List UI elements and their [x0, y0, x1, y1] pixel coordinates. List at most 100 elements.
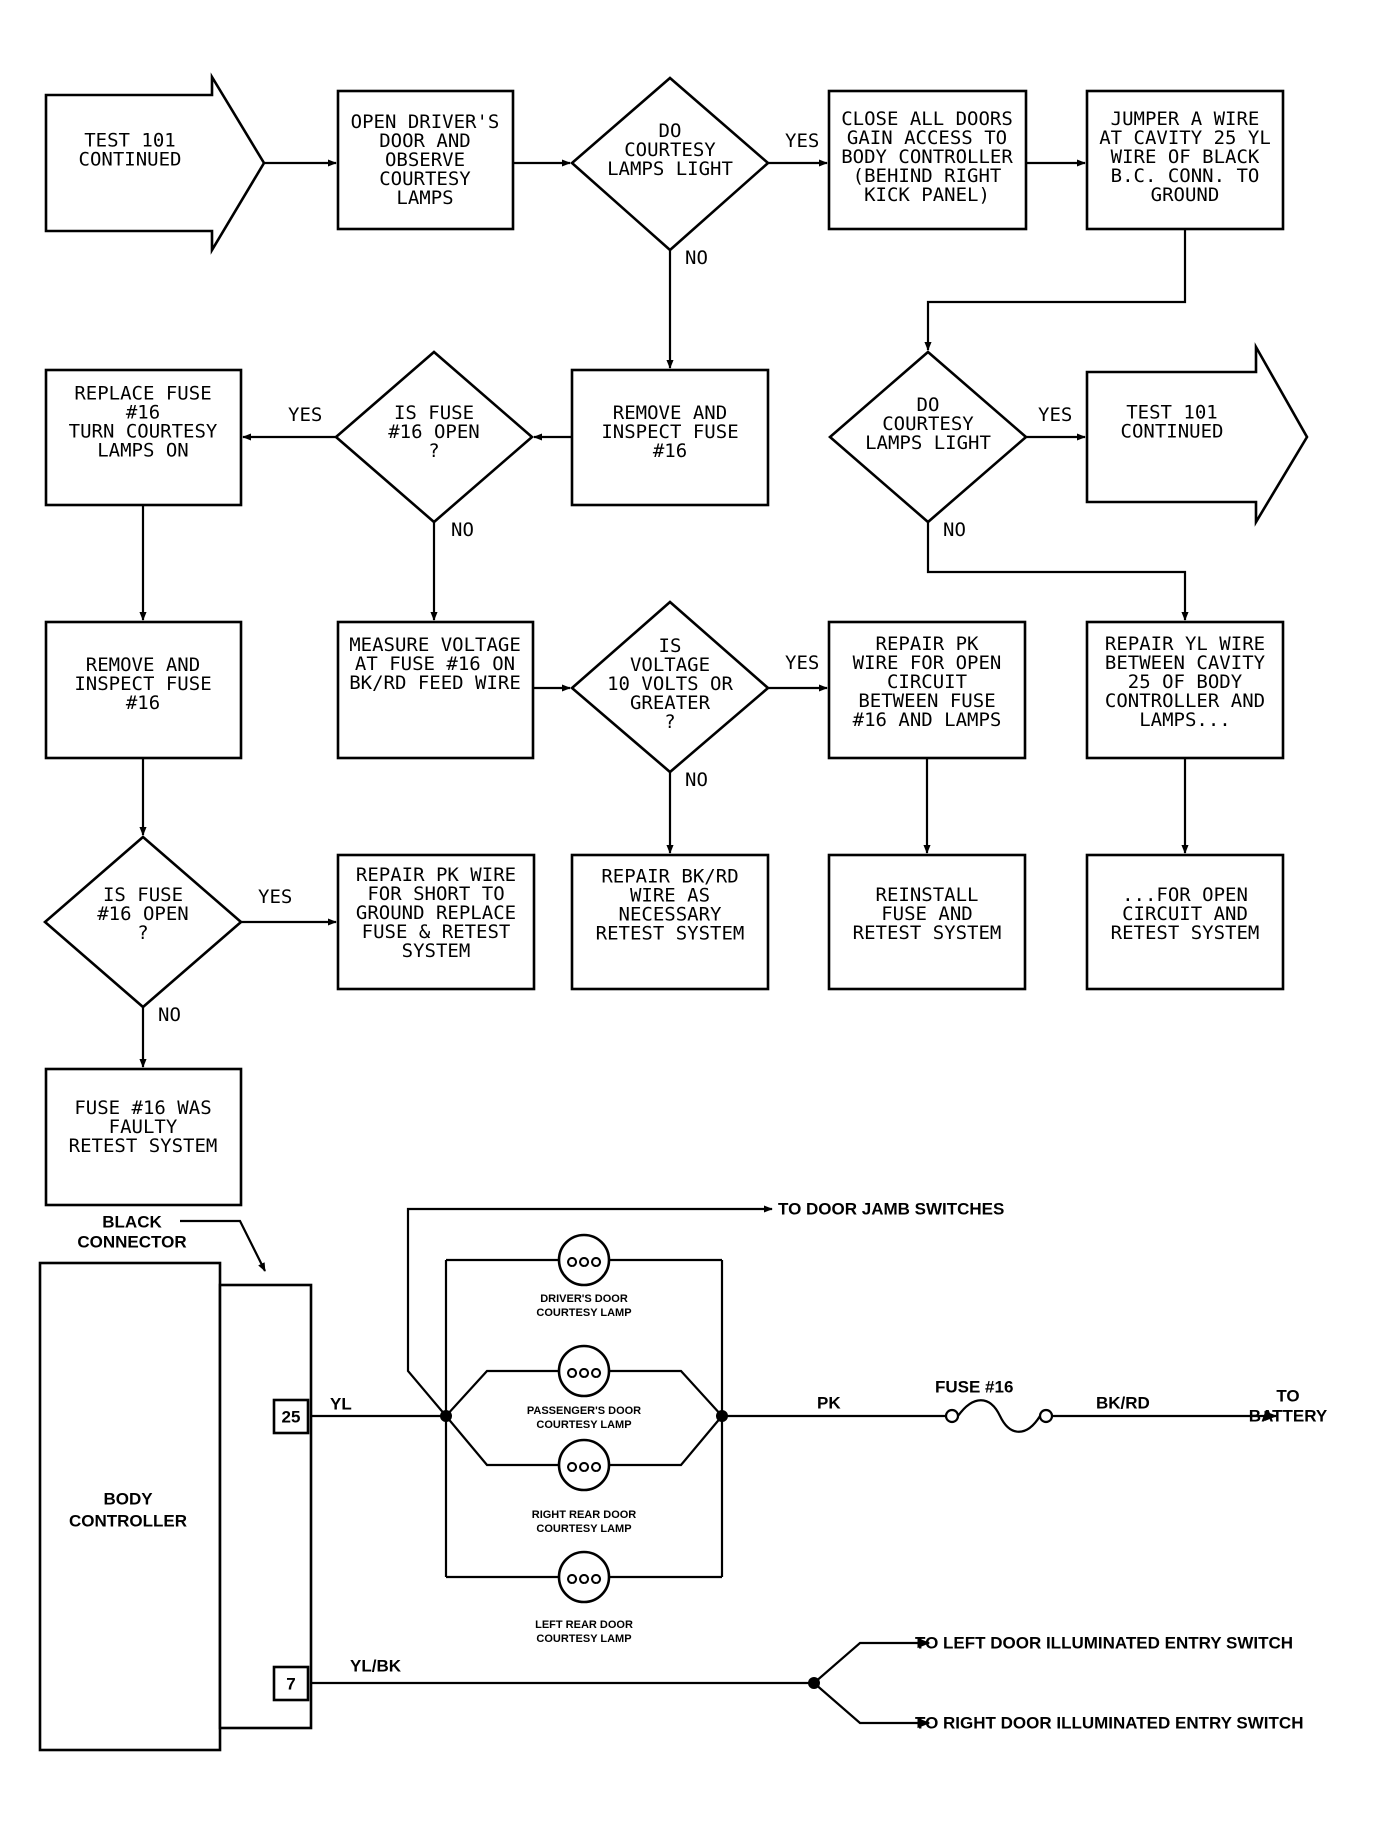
remove-inspect-1-text-line: #16: [653, 440, 687, 462]
remove-inspect-2-text-line: #16: [126, 692, 160, 714]
close-doors-text-line: KICK PANEL): [864, 184, 990, 206]
junction-yl: [440, 1410, 452, 1422]
repair-pk-open-text-line: CIRCUIT: [887, 671, 967, 693]
body-controller-label: BODY CONTROLLER: [69, 1490, 187, 1531]
reinstall-fuse-box: [827, 853, 1027, 991]
repair-yl-text-line: 25 OF BODY: [1128, 671, 1243, 693]
decision-5-text: IS FUSE#16 OPEN?: [97, 884, 189, 944]
wire-ylbk-label: YL/BK: [350, 1657, 402, 1676]
yes-1-label: YES: [785, 130, 819, 152]
end-test-text-line: CONTINUED: [1121, 421, 1224, 443]
connector-leader: [180, 1219, 266, 1272]
remove-inspect-2-text-line: REMOVE AND: [86, 654, 200, 676]
lamp-passenger-label-line: COURTESY LAMP: [536, 1419, 631, 1431]
end-test-arrow: [1085, 342, 1309, 527]
jumper-text-line: B.C. CONN. TO: [1111, 165, 1260, 187]
open-door-text-line: COURTESY: [379, 168, 471, 190]
repair-yl-text-line: LAMPS...: [1139, 709, 1231, 731]
open-door-text-line: OBSERVE: [385, 149, 465, 171]
no-4-label: NO: [685, 769, 708, 791]
lamp-passenger-label-line: PASSENGER'S DOOR: [527, 1405, 641, 1417]
remove-inspect-1-text-line: INSPECT FUSE: [601, 421, 738, 443]
fuse-faulty-text-line: FAULTY: [109, 1116, 178, 1138]
remove-inspect-2-text-line: INSPECT FUSE: [74, 673, 211, 695]
to-door-jamb-label: TO DOOR JAMB SWITCHES: [778, 1200, 1004, 1219]
yes-3-label: YES: [1038, 404, 1072, 426]
fuse-16-symbol: [944, 1399, 1054, 1433]
replace-fuse-text-line: REPLACE FUSE: [74, 383, 211, 405]
start-test-arrow: [44, 72, 266, 255]
decision-2-text-line: DO: [917, 394, 940, 416]
black-connector-label-line: CONNECTOR: [77, 1233, 186, 1252]
yes-4-label: YES: [785, 652, 819, 674]
measure-voltage-box: [336, 620, 535, 760]
decision-1-text-line: COURTESY: [624, 139, 716, 161]
yes-2-label: YES: [288, 404, 322, 426]
repair-yl-text-line: CONTROLLER AND: [1105, 690, 1265, 712]
lamp-right-rear-label-line: RIGHT REAR DOOR: [532, 1509, 637, 1521]
decision-3-text-line: #16 OPEN: [388, 421, 480, 443]
lamp-right-rear-label-line: COURTESY LAMP: [536, 1523, 631, 1535]
repair-pk-short-box: [336, 853, 536, 991]
decision-4-text-line: VOLTAGE: [630, 654, 710, 676]
pin-7-label: 7: [286, 1675, 295, 1694]
lamp-driver-label-line: DRIVER'S DOOR: [540, 1293, 628, 1305]
for-open-text-line: ...FOR OPEN: [1122, 884, 1248, 906]
repair-pk-short-text-line: SYSTEM: [402, 940, 471, 962]
jumper-text-line: JUMPER A WIRE: [1111, 108, 1260, 130]
close-doors-text-line: BODY CONTROLLER: [841, 146, 1013, 168]
body-controller-label-line: BODY: [103, 1490, 153, 1509]
body-controller-label-line: CONTROLLER: [69, 1512, 187, 1531]
yes-5-label: YES: [258, 886, 292, 908]
pin-7-box: [272, 1665, 310, 1702]
decision-3-text-line: IS FUSE: [394, 402, 474, 424]
lamp-right-rear-label: RIGHT REAR DOOR COURTESY LAMP: [532, 1509, 637, 1535]
to-right-door-label: TO RIGHT DOOR ILLUMINATED ENTRY SWITCH: [915, 1714, 1303, 1733]
decision-1-text-line: DO: [659, 120, 682, 142]
repair-pk-open-text-line: #16 AND LAMPS: [853, 709, 1002, 731]
repair-yl-text-line: BETWEEN CAVITY: [1105, 652, 1266, 674]
decision-4-text-line: IS: [659, 635, 682, 657]
wire-pk-label: PK: [817, 1394, 841, 1413]
fuse-faulty-text-line: RETEST SYSTEM: [69, 1135, 218, 1157]
schematic: [38, 1205, 1278, 1752]
repair-yl-text-line: REPAIR YL WIRE: [1105, 633, 1265, 655]
remove-inspect-1-text-line: REMOVE AND: [613, 402, 727, 424]
black-connector-label-line: BLACK: [102, 1213, 162, 1232]
remove-inspect-fuse-box-1: [570, 368, 770, 507]
jumper-text-line: WIRE OF BLACK: [1111, 146, 1260, 168]
start-test-text-line: CONTINUED: [79, 149, 182, 171]
wire-bkrd-label: BK/RD: [1096, 1394, 1150, 1413]
to-battery-label-line: BATTERY: [1249, 1407, 1328, 1426]
measure-voltage-text-line: AT FUSE #16 ON: [355, 653, 515, 675]
repair-pk-short-text-line: FUSE & RETEST: [362, 921, 511, 943]
to-left-door-label: TO LEFT DOOR ILLUMINATED ENTRY SWITCH: [915, 1634, 1293, 1653]
to-battery-label-line: TO: [1276, 1387, 1299, 1406]
repair-pk-open-text-line: WIRE FOR OPEN: [853, 652, 1002, 674]
close-doors-text-line: (BEHIND RIGHT: [853, 165, 1002, 187]
fuse-faulty-text-line: FUSE #16 WAS: [74, 1097, 211, 1119]
remove-inspect-fuse-box-2: [44, 620, 243, 760]
measure-voltage-text-line: BK/RD FEED WIRE: [349, 672, 521, 694]
lamp-driver: [557, 1233, 611, 1287]
close-doors-text-line: GAIN ACCESS TO: [847, 127, 1007, 149]
repair-pk-open-box: [827, 620, 1027, 760]
start-test-text-line: TEST 101: [84, 130, 176, 152]
